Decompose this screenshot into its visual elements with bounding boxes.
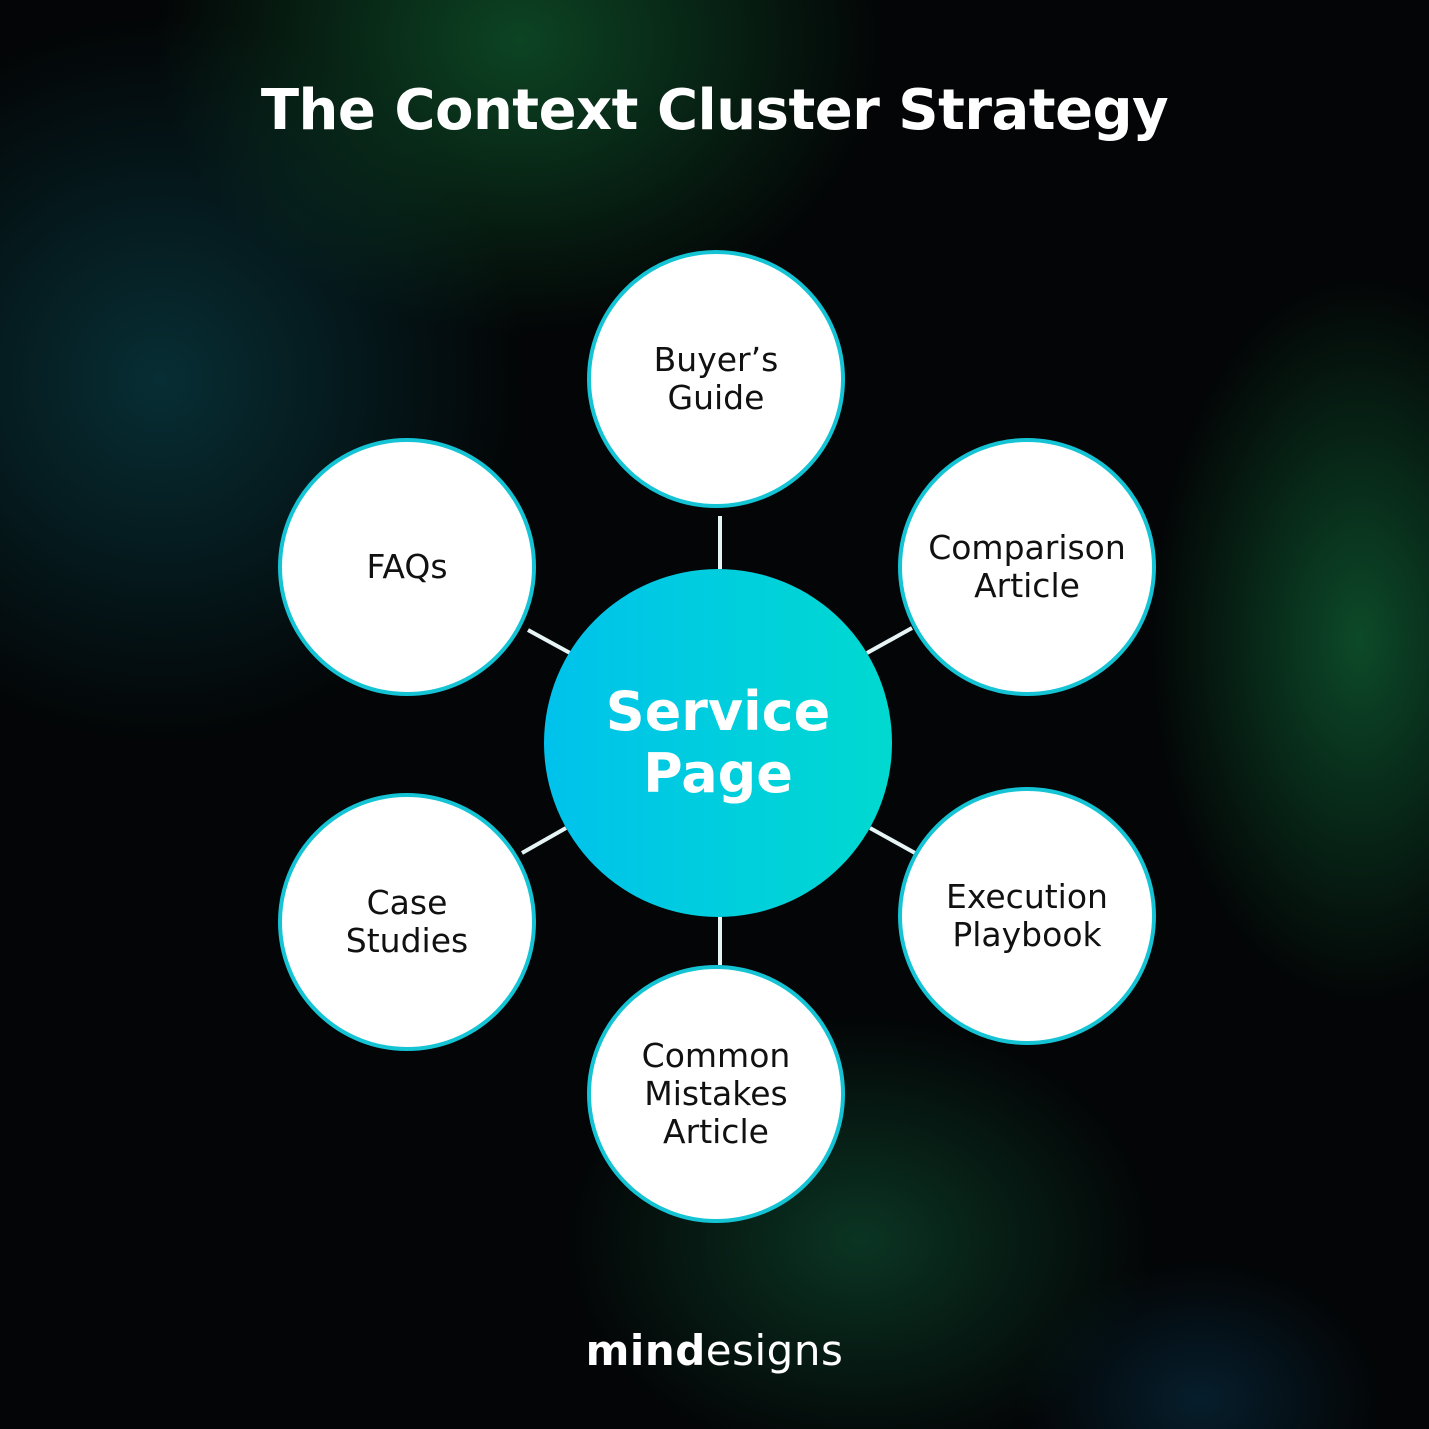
node-common-mistakes-article: Common Mistakes Article xyxy=(587,965,845,1223)
node-label: Case Studies xyxy=(345,883,469,960)
brand-logo: mindesigns xyxy=(0,1326,1429,1375)
node-label: FAQs xyxy=(366,547,448,586)
node-faqs: FAQs xyxy=(278,438,536,696)
connector-line-top-left xyxy=(527,628,571,655)
node-comparison-article: Comparison Article xyxy=(898,438,1156,696)
center-hub-service-page: Service Page xyxy=(544,569,892,917)
node-buyers-guide: Buyer’s Guide xyxy=(587,250,845,508)
center-hub-label: Service Page xyxy=(605,680,831,805)
node-label: Comparison Article xyxy=(928,528,1126,605)
connector-line-bottom-left xyxy=(521,826,567,855)
node-case-studies: Case Studies xyxy=(278,793,536,1051)
connector-line-bottom-right xyxy=(869,826,916,855)
node-label: Common Mistakes Article xyxy=(641,1036,791,1151)
connector-line-top-right xyxy=(866,626,913,655)
node-execution-playbook: Execution Playbook xyxy=(898,787,1156,1045)
node-label: Execution Playbook xyxy=(946,877,1108,954)
page-title: The Context Cluster Strategy xyxy=(260,78,1169,143)
logo-bold-part: mind xyxy=(585,1326,706,1375)
logo-light-part: esigns xyxy=(705,1326,844,1375)
node-label: Buyer’s Guide xyxy=(653,340,779,417)
